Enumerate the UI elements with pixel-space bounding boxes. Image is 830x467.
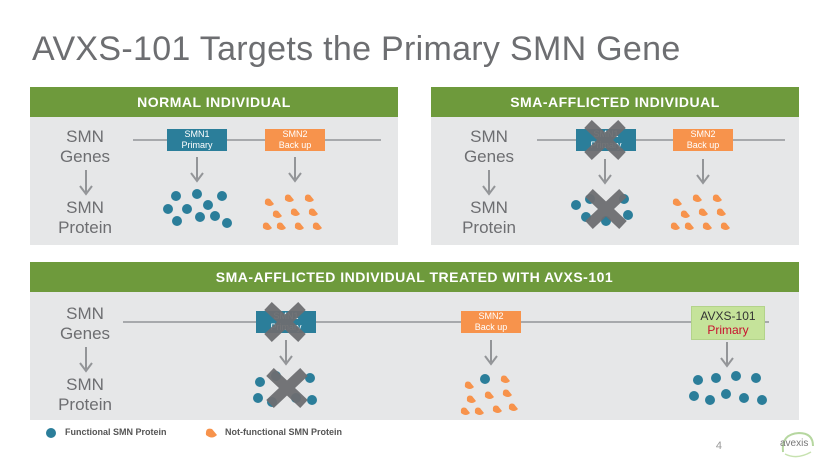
protein-label-line2: Protein <box>58 218 112 237</box>
gene-line <box>537 139 785 141</box>
panel-header: SMA-AFFLICTED INDIVIDUAL TREATED WITH AV… <box>30 262 799 292</box>
genes-label-line1: SMN <box>66 127 104 146</box>
protein-label-line2: Protein <box>58 395 112 414</box>
smn1-gene-box: SMN1 Primary <box>167 129 227 151</box>
protein-label: SMN Protein <box>45 375 125 415</box>
protein-label-line1: SMN <box>66 198 104 217</box>
smn2-gene-box: SMN2 Back up <box>673 129 733 151</box>
protein-label: SMN Protein <box>449 198 529 238</box>
smn2-gene-box: SMN2 Back up <box>461 311 521 333</box>
protein-label-line2: Protein <box>462 218 516 237</box>
genes-label: SMN Genes <box>449 127 529 167</box>
nonfunctional-protein-legend-icon <box>205 428 217 438</box>
gene-line <box>133 139 381 141</box>
page-number: 4 <box>715 440 722 452</box>
functional-protein-cluster <box>163 189 232 228</box>
genes-label-line2: Genes <box>59 324 111 343</box>
smn1-sublabel: Primary <box>181 140 213 150</box>
nonfunctional-protein-cluster <box>460 374 518 415</box>
arrow-down-icon <box>598 159 612 185</box>
slide-title: AVXS-101 Targets the Primary SMN Gene <box>32 30 681 68</box>
panel-treated-avxs-101: SMA-AFFLICTED INDIVIDUAL TREATED WITH AV… <box>30 262 799 420</box>
cross-icon <box>584 120 626 160</box>
nonfunctional-protein-cluster <box>262 194 322 230</box>
panel-normal-individual: NORMAL INDIVIDUAL SMN Genes SMN Protein … <box>30 87 398 245</box>
avxs-101-gene-box: AVXS-101 Primary <box>691 306 765 340</box>
arrow-down-icon <box>279 340 293 366</box>
arrow-down-icon <box>696 159 710 185</box>
smn2-label: SMN2 <box>478 311 504 321</box>
smn1-label: SMN1 <box>184 129 210 139</box>
genes-label: SMN Genes <box>45 127 125 167</box>
smn2-sublabel: Back up <box>474 322 508 332</box>
avxs-sublabel: Primary <box>707 323 749 337</box>
smn2-sublabel: Back up <box>686 140 720 150</box>
smn2-sublabel: Back up <box>278 140 312 150</box>
arrow-down-icon <box>79 347 93 373</box>
arrow-down-icon <box>482 170 496 196</box>
cross-icon <box>266 368 308 408</box>
protein-label: SMN Protein <box>45 198 125 238</box>
smn2-label: SMN2 <box>690 129 716 139</box>
nonfunctional-protein-cluster <box>670 194 730 230</box>
smn2-gene-box: SMN2 Back up <box>265 129 325 151</box>
cross-icon <box>585 189 627 229</box>
arrow-down-icon <box>288 157 302 183</box>
cross-icon <box>264 302 306 342</box>
genes-label: SMN Genes <box>45 304 125 344</box>
arrow-down-icon <box>720 342 734 368</box>
genes-label-line2: Genes <box>463 147 515 166</box>
logo-swoosh-icon <box>781 431 814 458</box>
gene-line <box>123 321 769 323</box>
logo-text: avexis <box>780 438 809 449</box>
panel-header: SMA-AFFLICTED INDIVIDUAL <box>431 87 799 117</box>
panel-header: NORMAL INDIVIDUAL <box>30 87 398 117</box>
functional-protein-cluster-restored <box>689 371 767 405</box>
arrow-down-icon <box>484 340 498 366</box>
genes-label-line1: SMN <box>66 304 104 323</box>
legend-nonfunctional: Not-functional SMN Protein <box>225 427 342 437</box>
genes-label-line1: SMN <box>470 127 508 146</box>
protein-label-line1: SMN <box>66 375 104 394</box>
avexis-logo: avexis <box>777 430 817 460</box>
avxs-label: AVXS-101 <box>700 309 756 323</box>
legend-functional: Functional SMN Protein <box>65 427 167 437</box>
arrow-down-icon <box>190 157 204 183</box>
genes-label-line2: Genes <box>59 147 111 166</box>
arrow-down-icon <box>79 170 93 196</box>
functional-protein-legend-icon <box>46 428 56 438</box>
panel-sma-afflicted: SMA-AFFLICTED INDIVIDUAL SMN Genes SMN P… <box>431 87 799 245</box>
smn2-label: SMN2 <box>282 129 308 139</box>
protein-label-line1: SMN <box>470 198 508 217</box>
